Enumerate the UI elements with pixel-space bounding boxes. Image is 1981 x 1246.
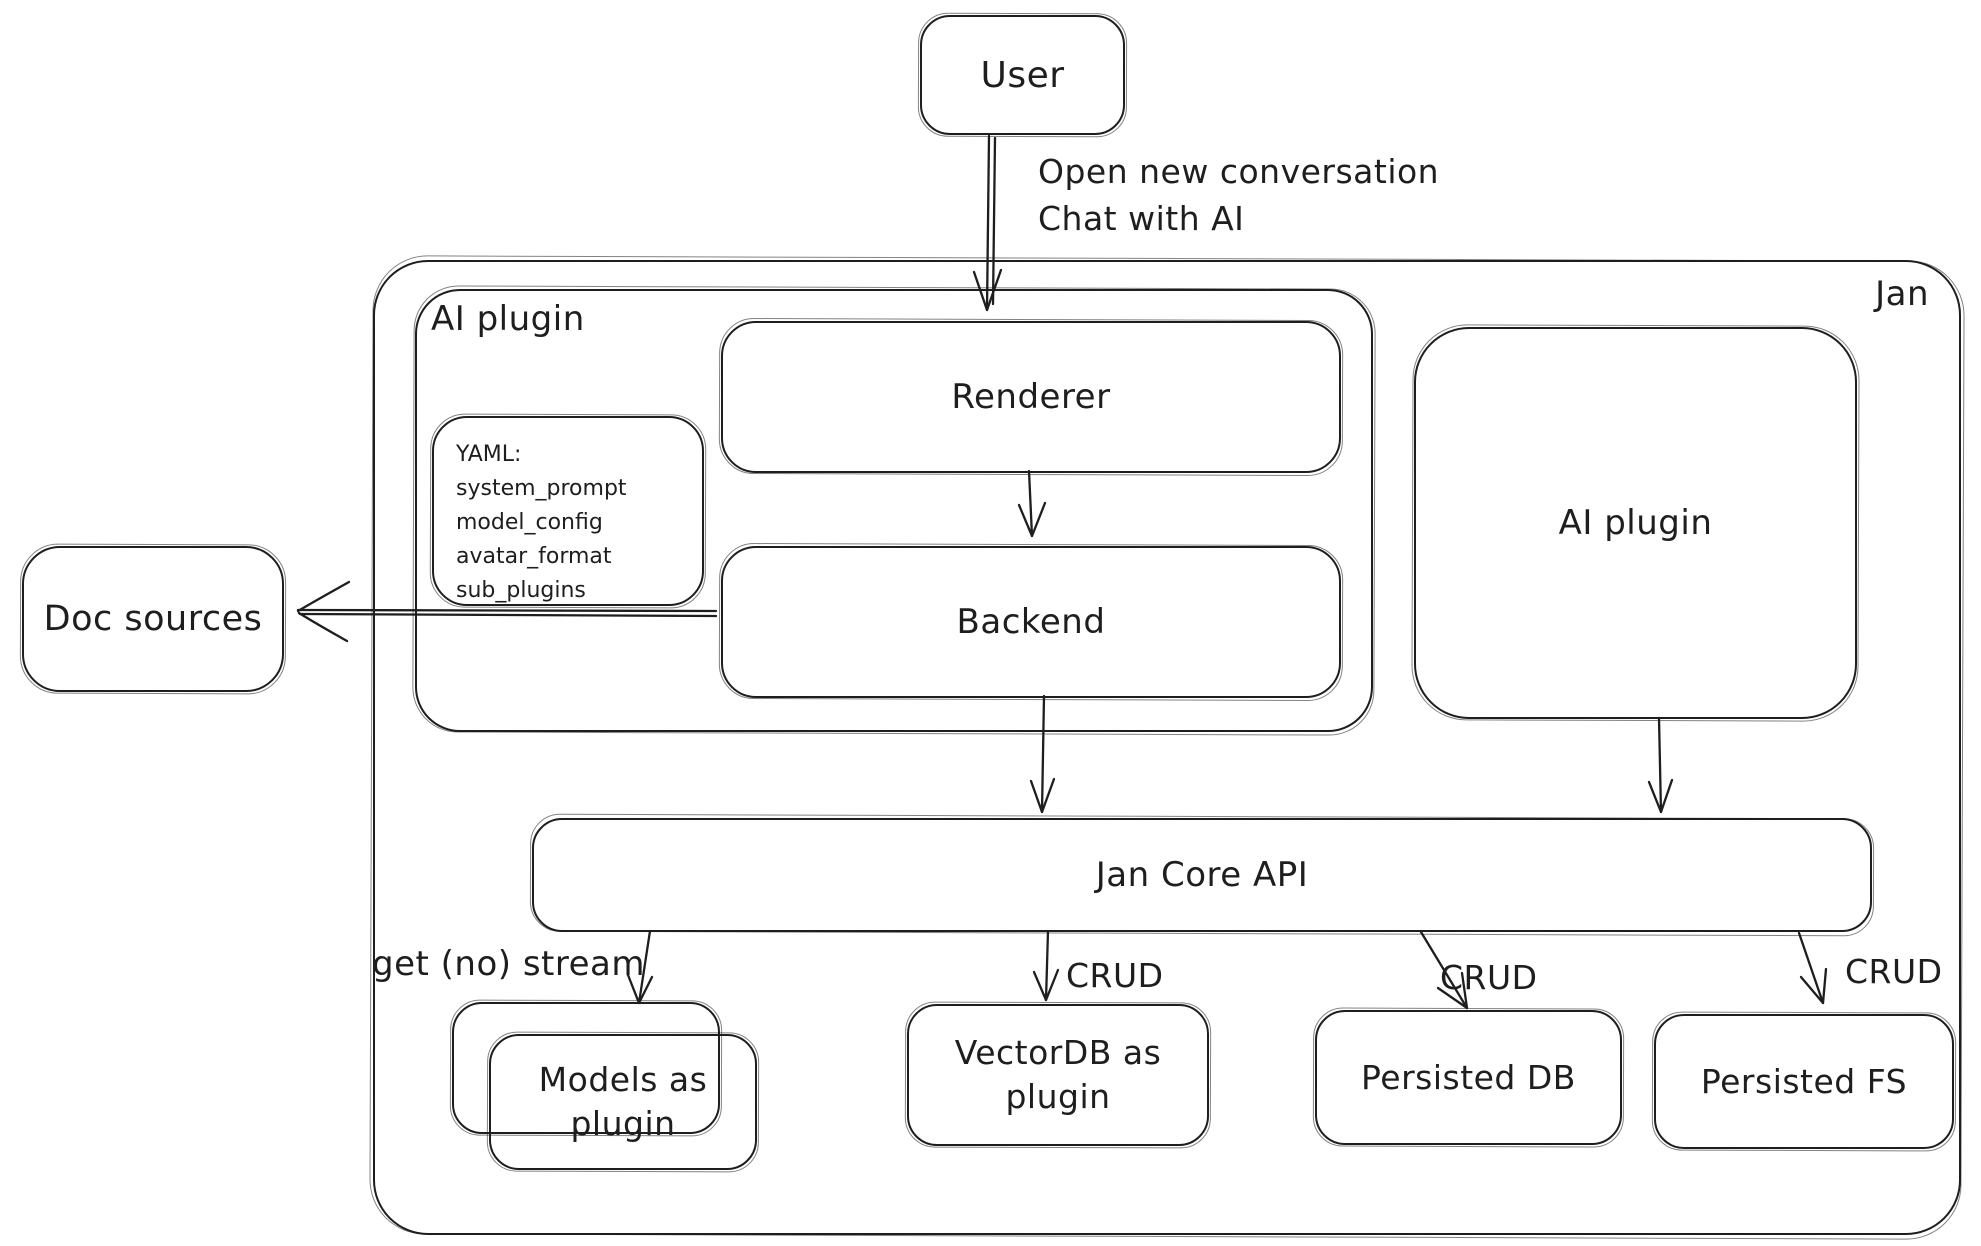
edge-label-open-conversation: Open new conversation Chat with AI — [1038, 152, 1440, 238]
node-user-label: User — [980, 54, 1065, 96]
node-persisted-db-label: Persisted DB — [1361, 1058, 1576, 1097]
node-backend: Backend — [721, 546, 1341, 698]
container-jan-label: Jan — [1875, 274, 1929, 314]
container-jan: Jan AI plugin YAML: system_prompt model_… — [373, 260, 1961, 1235]
node-vectordb-plugin-label: VectorDB as plugin — [954, 1033, 1162, 1116]
yaml-line: YAML: — [456, 442, 522, 467]
container-ai-plugin-left: AI plugin YAML: system_prompt model_conf… — [415, 289, 1373, 732]
edge-label-get-no-stream: get (no) stream — [372, 944, 645, 984]
node-models-plugin: Models as plugin — [489, 1034, 757, 1170]
node-renderer: Renderer — [721, 321, 1341, 473]
edge-label-crud-persisted-db: CRUD — [1440, 958, 1538, 997]
node-persisted-fs: Persisted FS — [1654, 1014, 1954, 1149]
node-user: User — [920, 15, 1125, 135]
node-jan-core-api: Jan Core API — [532, 818, 1872, 932]
node-models-plugin-label: Models as plugin — [538, 1060, 708, 1143]
note-yaml-text: YAML: system_prompt model_config avatar_… — [456, 438, 627, 608]
container-ai-plugin-left-label: AI plugin — [431, 299, 585, 339]
edge-label-crud-persisted-fs: CRUD — [1845, 952, 1943, 991]
node-persisted-fs-label: Persisted FS — [1700, 1062, 1908, 1101]
node-doc-sources: Doc sources — [22, 546, 284, 692]
node-persisted-db: Persisted DB — [1315, 1010, 1622, 1145]
yaml-line: sub_plugins — [456, 578, 586, 603]
node-renderer-label: Renderer — [951, 377, 1111, 417]
edge-label-crud-vectordb: CRUD — [1066, 956, 1164, 995]
node-ai-plugin-right: AI plugin — [1414, 327, 1857, 719]
yaml-line: avatar_format — [456, 544, 612, 569]
node-ai-plugin-right-label: AI plugin — [1558, 503, 1713, 543]
note-yaml: YAML: system_prompt model_config avatar_… — [432, 416, 704, 606]
node-backend-label: Backend — [956, 602, 1106, 642]
node-vectordb-plugin: VectorDB as plugin — [907, 1004, 1209, 1146]
node-jan-core-api-label: Jan Core API — [1095, 855, 1309, 895]
yaml-line: system_prompt — [456, 476, 627, 501]
node-doc-sources-label: Doc sources — [43, 599, 263, 639]
yaml-line: model_config — [456, 510, 603, 535]
